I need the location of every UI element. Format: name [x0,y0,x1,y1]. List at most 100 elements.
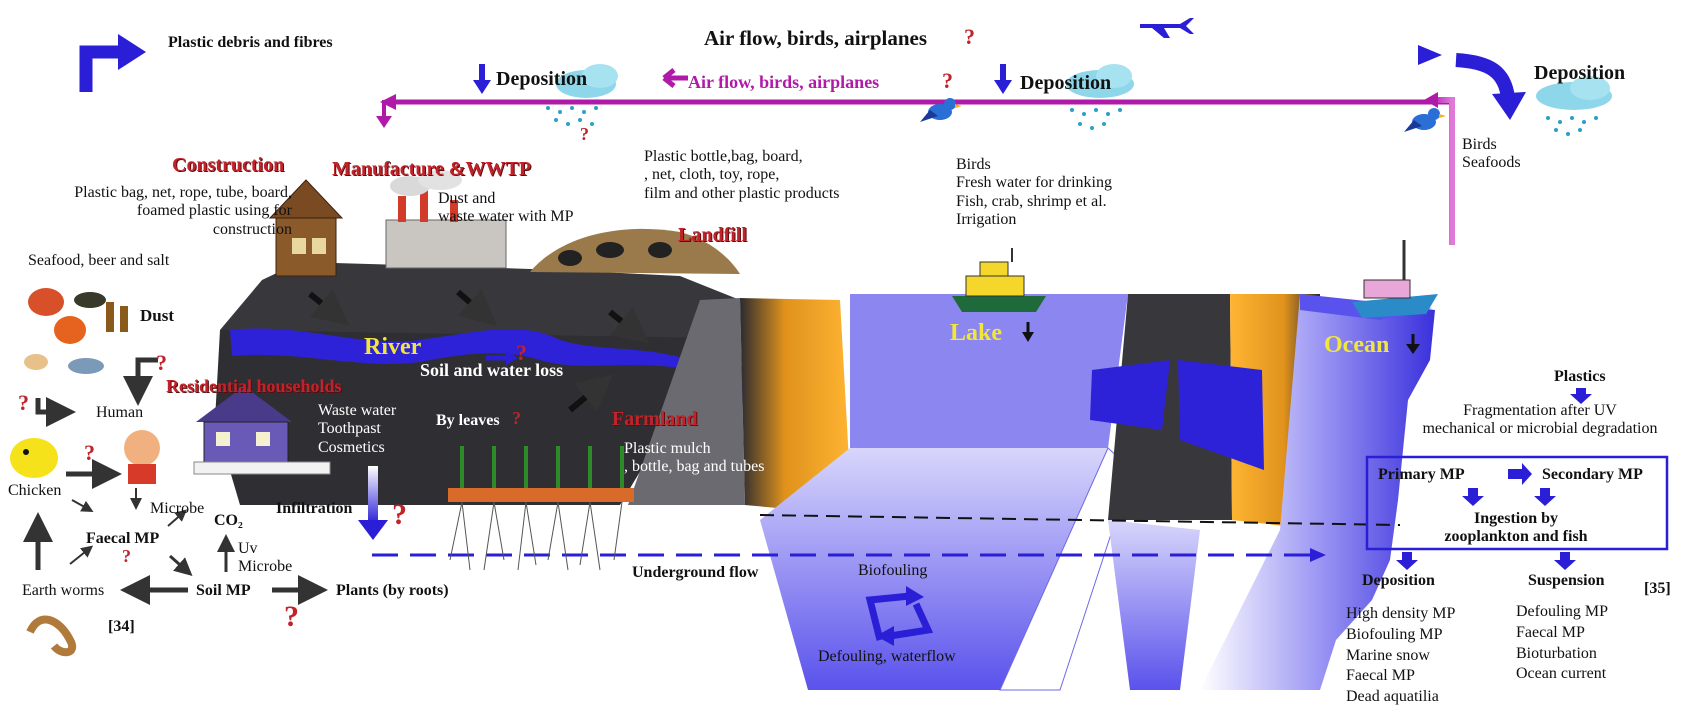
primary-mp-label: Primary MP [1378,466,1465,483]
chicken-icon [10,438,58,478]
ocean-deposition-list: High density MP Biofouling MP Marine sno… [1346,605,1456,706]
human-icon [124,430,160,484]
farmland-label: Farmland [612,408,698,430]
construction-label: Construction [172,154,285,176]
suspension-list: Defouling MP Faecal MP Bioturbation Ocea… [1516,603,1608,683]
middle-pit [1108,520,1200,690]
land-slope-orange [740,298,852,515]
deposition-label-3: Deposition [1534,62,1626,84]
earthworms-label: Earth worms [22,582,105,599]
soil-mp-label: Soil MP [196,582,251,599]
suspension-label: Suspension [1528,572,1605,589]
ref-34-label: [34] [108,618,135,635]
bird-icon [1404,108,1446,132]
mulch-label: Plastic mulch , bottle, bag and tubes [624,440,765,476]
underground-flow-label: Underground flow [632,564,759,581]
ocean-flow-arrows [1396,388,1592,570]
deposition-question: ? [580,124,589,144]
manufacture-label: Manufacture &WWTP [332,158,532,180]
deposition-label-2: Deposition [1020,72,1112,94]
ocean-uses-list: Birds Seafoods [1462,136,1521,172]
river-channel [230,328,700,372]
bird-icon [920,98,962,122]
seafood-question: ? [18,390,29,415]
left-flow-arrows [23,357,328,605]
land-slope-strip [628,298,745,505]
plant-roots-icon [449,501,623,571]
deposition-arrow-2 [994,64,1012,94]
waste-water-label: Waste water Toothpast Cosmetics [318,402,397,456]
ocean-mp-box [1365,455,1669,551]
seafood-label: Seafood, beer and salt [28,252,170,269]
dust-label: Dust [140,306,175,325]
lake-pit [760,448,1108,690]
chicken-label: Chicken [8,482,62,499]
soil-water-loss-label: Soil and water loss [420,360,564,380]
earthworm-icon [26,615,76,657]
faecal-question: ? [122,546,131,566]
uv-microbe-label: Uv Microbe [238,540,293,576]
infiltration-label: Infiltration [276,500,353,517]
rain-cloud-icon [1066,64,1134,130]
human-dust-question: ? [156,350,167,375]
magenta-down-left-arrow [382,100,404,118]
ocean-deposition-arrow-head [1492,92,1526,120]
ocean-body [1200,294,1435,690]
ocean-label: Ocean [1324,332,1390,358]
ocean-boat-icon [1352,240,1438,318]
construction-description: Plastic bag, net, rope, tube, board, foa… [74,184,292,238]
lake-boat-icon [952,248,1046,312]
airflow-mid-label: Air flow, birds, airplanes [688,72,880,92]
airflow-mid-question: ? [942,68,953,93]
biofouling-cycle-icon [865,592,911,641]
seafood-icon [24,288,128,374]
river-question: ? [516,340,527,365]
plastic-debris-label: Plastic debris and fibres [168,34,333,51]
ocean-deposition-arrow [1455,53,1515,100]
boundary-dashed-line [759,514,1401,526]
landfill-label: Landfill [678,224,747,246]
fragmentation-label: Fragmentation after UV mechanical or mic… [1422,402,1658,438]
top-left-upturn-arrow-head [118,34,146,70]
land-front-face [215,330,720,505]
residential-label: Residential households [166,376,342,396]
farmland-soil [448,488,634,502]
middle-river-2 [1178,360,1264,470]
faecal-mp-label: Faecal MP [86,530,160,547]
construction-house-icon [268,179,344,277]
co2-label: CO₂ [214,512,243,529]
lake-uses-list: Birds Fresh water for drinking Fish, cra… [956,156,1112,229]
defouling-cycle-head-1 [876,626,894,646]
ref-35-label: [35] [1644,580,1671,597]
residential-house-icon [193,386,331,475]
defouling-cycle-icon [889,602,934,640]
plants-question: ? [284,600,299,633]
by-leaves-label: By leaves [436,412,500,429]
dust-waste-label: Dust and waste water with MP [438,190,574,226]
factory-icon [385,170,507,269]
deposition-arrow-1 [473,64,491,94]
microbe-label: Microbe [150,500,205,517]
river-label: River [364,334,422,360]
chicken-question: ? [84,440,95,465]
infiltration-arrow [368,466,378,524]
magenta-airplane-arrow [662,68,688,88]
landfill-icon [530,228,740,274]
ocean-sink-arrow [1406,334,1420,354]
top-left-upturn-arrow [79,45,120,92]
infiltration-question: ? [392,498,407,531]
airflow-top-question: ? [964,24,975,49]
plants-label: Plants (by roots) [336,582,449,599]
biofouling-cycle-head-1 [906,586,924,606]
middle-river [1090,360,1170,430]
underground-flow-head [1310,548,1326,562]
plastics-label: Plastics [1554,368,1606,385]
infiltration-arrow-head [358,520,388,540]
soil-loss-arrow-head [506,351,518,365]
runoff-arrows [308,288,650,413]
magenta-right-return-head [1424,92,1438,108]
deposition-label-1: Deposition [496,68,588,90]
human-label: Human [96,404,144,421]
plastic-products-label: Plastic bottle,bag, board, , net, cloth,… [644,148,840,202]
